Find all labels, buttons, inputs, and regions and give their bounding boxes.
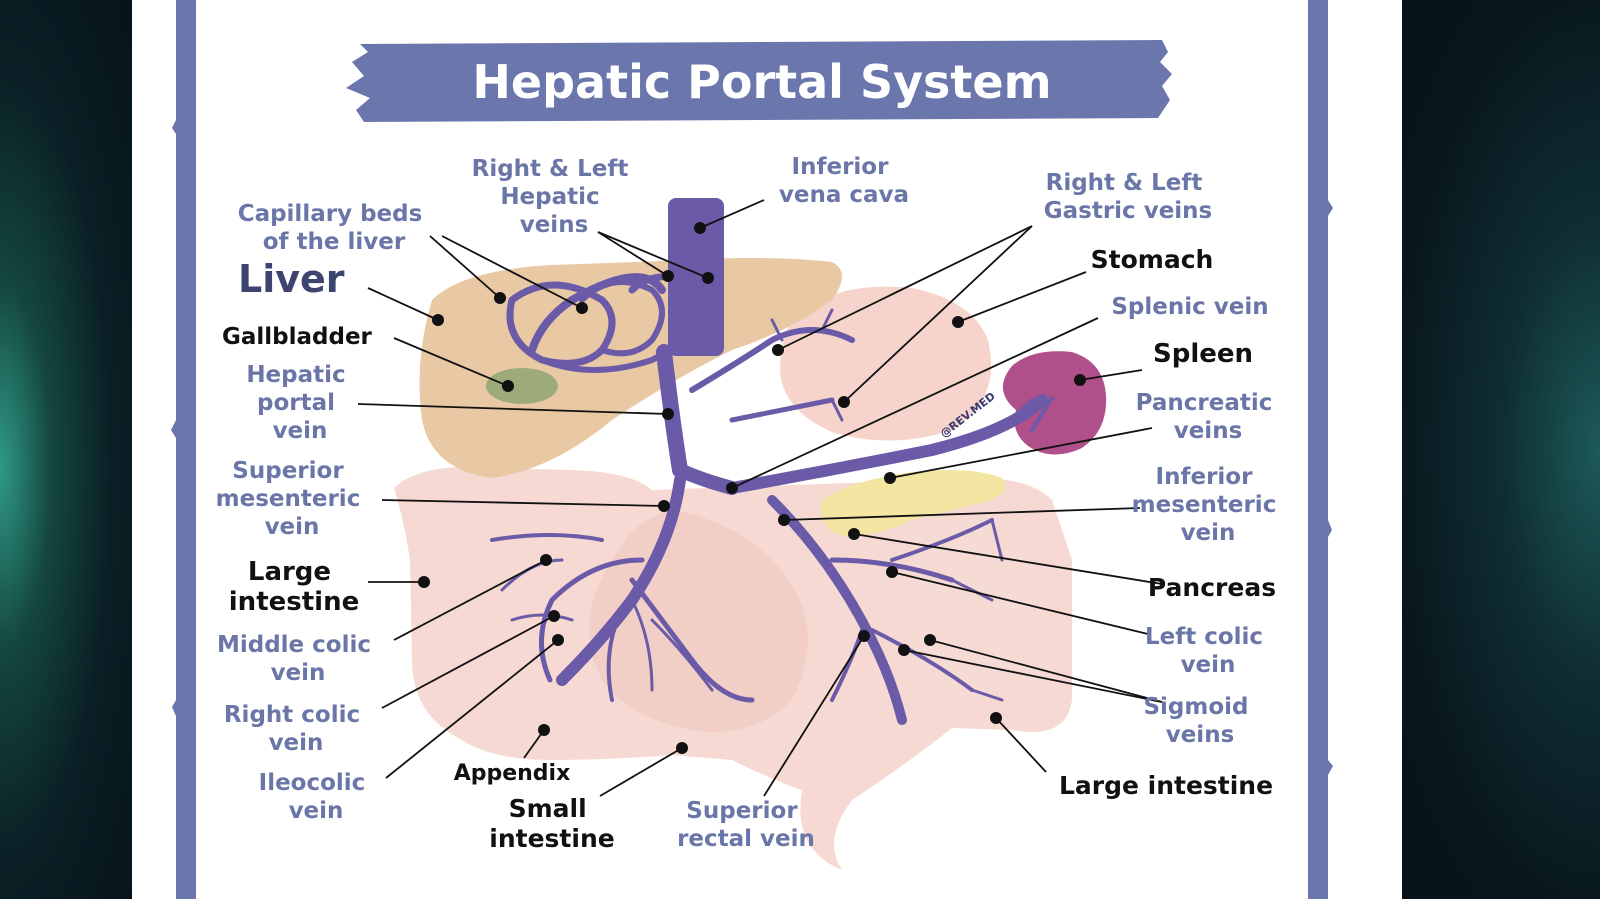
vena-cava-shape [668,198,724,356]
label-sigmoid-veins: Sigmoid veins [1143,694,1256,748]
veins [490,198,1054,725]
label-hepatic-portal-vein: Hepatic portal vein [246,362,353,444]
label-gallbladder: Gallbladder [222,324,373,350]
label-right-left-gastric-veins: Right & Left Gastric veins [1044,170,1213,224]
diagram-card: Hepatic Portal System [132,0,1402,899]
label-large-intestine-right: Large intestine [1059,771,1273,800]
page-title: Hepatic Portal System [472,55,1051,109]
label-inferior-vena-cava: Inferior vena cava [779,154,909,208]
leader-lines [357,199,1163,797]
label-stomach: Stomach [1091,245,1214,274]
background-left [0,0,132,899]
title-banner: Hepatic Portal System [346,40,1172,122]
label-superior-mesenteric-vein: Superior mesenteric vein [216,458,369,540]
gallbladder-shape [486,368,558,404]
label-pancreatic-veins: Pancreatic veins [1136,390,1281,444]
label-middle-colic-vein: Middle colic vein [217,632,379,686]
label-small-intestine: Small intestine [489,794,614,853]
label-right-colic-vein: Right colic vein [224,702,368,756]
label-left-colic-vein: Left colic vein [1145,624,1271,678]
label-capillary-beds: Capillary beds of the liver [238,201,431,255]
label-spleen: Spleen [1153,339,1253,369]
label-ileocolic-vein: Ileocolic vein [259,770,374,824]
label-superior-rectal-vein: Superior rectal vein [677,798,815,852]
labels: Capillary beds of the liver Liver Gallbl… [216,154,1285,853]
frame-border [171,0,1333,899]
label-large-intestine-left: Large intestine [229,557,359,617]
label-pancreas: Pancreas [1148,573,1276,602]
label-inferior-mesenteric-vein: Inferior mesenteric vein [1132,464,1285,546]
label-liver: Liver [238,257,345,301]
hepatic-portal-diagram: Hepatic Portal System [171,0,1333,899]
pancreas-shape [820,470,1006,537]
label-splenic-vein: Splenic vein [1111,294,1268,320]
label-appendix: Appendix [454,761,571,786]
label-right-left-hepatic-veins: Right & Left Hepatic veins [472,156,637,238]
background-right [1402,0,1600,899]
